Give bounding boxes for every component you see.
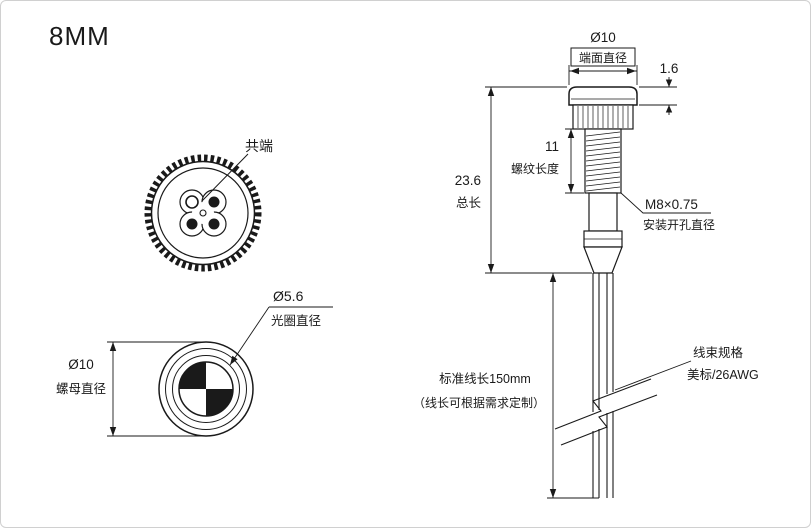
harness-spec-line1: 线束规格 [693, 345, 744, 360]
nut-diameter-value: Ø10 [68, 357, 94, 372]
thread-length-value: 11 [545, 139, 559, 154]
knurl-teeth-ring [144, 154, 262, 272]
common-terminal-label: 共端 [245, 138, 273, 154]
total-length-label: 总长 [456, 196, 482, 210]
wire-length-line1: 标准线长150mm [439, 372, 531, 386]
page-title: 8MM [49, 21, 110, 51]
thread-hatching [585, 131, 621, 192]
wire-length-line2: （线长可根据需求定制） [413, 395, 545, 410]
connector-pocket [179, 189, 227, 237]
harness-leader [614, 360, 692, 391]
lead-wires [592, 273, 614, 498]
wire-length-dimension [547, 273, 599, 499]
head-thickness-dimension [639, 77, 677, 115]
back-view-drawing [144, 153, 262, 272]
aperture-leader [229, 306, 333, 366]
face-diameter-dimension [568, 47, 638, 85]
aperture-diameter-value: Ø5.6 [273, 288, 304, 304]
pin [186, 218, 198, 230]
strain-relief-taper [583, 246, 623, 274]
aperture-diameter-label: 光圈直径 [271, 314, 321, 328]
face-label-box [570, 47, 636, 67]
side-view-drawing [485, 47, 711, 499]
front-view-drawing [107, 306, 333, 437]
total-length-dimension [485, 86, 592, 274]
connector-pins [185, 195, 220, 230]
lens-quadrant-mark [178, 361, 234, 417]
head-thickness-value: 1.6 [660, 61, 679, 76]
total-length-value: 23.6 [455, 173, 481, 188]
thread-length-dimension [565, 128, 584, 194]
common-terminal-leader [201, 153, 249, 202]
mount-hole-label: 安装开孔直径 [643, 217, 715, 232]
face-diameter-value: Ø10 [590, 30, 616, 45]
pin [208, 218, 220, 230]
threaded-section [584, 128, 622, 194]
lower-body [588, 192, 618, 232]
wire-break-symbol [554, 378, 658, 446]
thread-length-label: 螺纹长度 [511, 161, 559, 176]
harness-spec-line2: 美标/26AWG [687, 368, 759, 382]
common-terminal-pin [185, 195, 199, 209]
knurl-hatching [577, 106, 629, 128]
mount-spec: M8×0.75 [645, 197, 698, 212]
nut-diameter-label: 螺母直径 [56, 382, 106, 396]
face-diameter-label: 端面直径 [579, 51, 627, 65]
nut-diameter-dimension [107, 341, 204, 437]
mount-hole-leader [620, 192, 711, 214]
pin [208, 196, 220, 208]
head-cap [568, 86, 638, 106]
